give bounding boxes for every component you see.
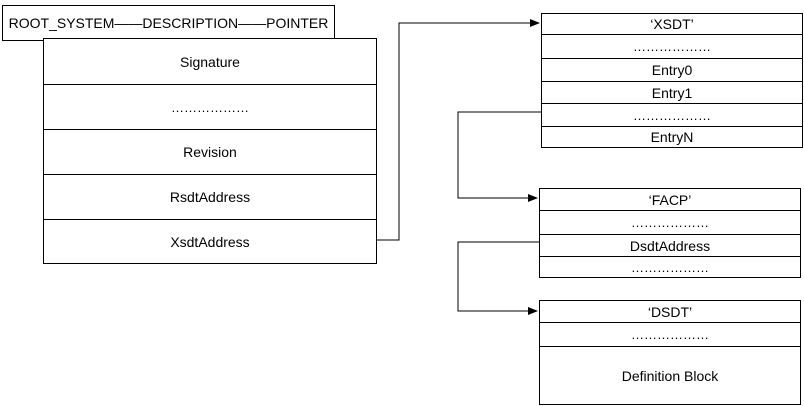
rsdp-field-signature: Signature xyxy=(180,53,240,70)
dsdt-field-definition-block: Definition Block xyxy=(540,346,800,404)
dsdt-pointer-arrow xyxy=(457,241,539,315)
rsdp-field-rsdtaddress: RsdtAddress xyxy=(44,174,376,219)
rsdp-title-text: ROOT_SYSTEM——DESCRIPTION——POINTER xyxy=(8,15,329,31)
facp-table: ‘FACP’ ……………… DsdtAddress ……………… xyxy=(539,188,801,278)
xsdt-field-entry1: Entry1 xyxy=(542,81,802,103)
xsdt-field-ellipsis-1: ……………… xyxy=(542,34,802,58)
xsdt-field-entryn: EntryN xyxy=(542,126,802,147)
facp-field-ellipsis-1: ……………… xyxy=(540,210,800,234)
rsdp-field-ellipsis: ……………… xyxy=(44,84,376,129)
xsdt-table: ‘XSDT’ ……………… Entry0 Entry1 ……………… Entry… xyxy=(541,13,803,148)
dsdt-field-signature: ‘DSDT’ xyxy=(647,303,693,320)
rsdp-field-xsdtaddress: XsdtAddress xyxy=(44,219,376,263)
dsdt-field-ellipsis: ……………… xyxy=(540,322,800,346)
facp-pointer-arrow xyxy=(457,111,541,202)
facp-field-ellipsis-2: ……………… xyxy=(540,256,800,277)
rsdp-field-revision: Revision xyxy=(44,129,376,174)
rsdp-table: Signature ……………… Revision RsdtAddress Xs… xyxy=(43,38,377,264)
facp-field-signature: ‘FACP’ xyxy=(648,191,692,208)
dsdt-table: ‘DSDT’ ……………… Definition Block xyxy=(539,300,801,405)
facp-field-dsdtaddress: DsdtAddress xyxy=(540,234,800,256)
xsdt-field-signature: ‘XSDT’ xyxy=(650,16,694,32)
rsdp-title: ROOT_SYSTEM——DESCRIPTION——POINTER xyxy=(2,5,335,41)
xsdt-pointer-arrow xyxy=(377,19,540,241)
xsdt-field-ellipsis-2: ……………… xyxy=(542,103,802,126)
xsdt-field-entry0: Entry0 xyxy=(542,58,802,81)
